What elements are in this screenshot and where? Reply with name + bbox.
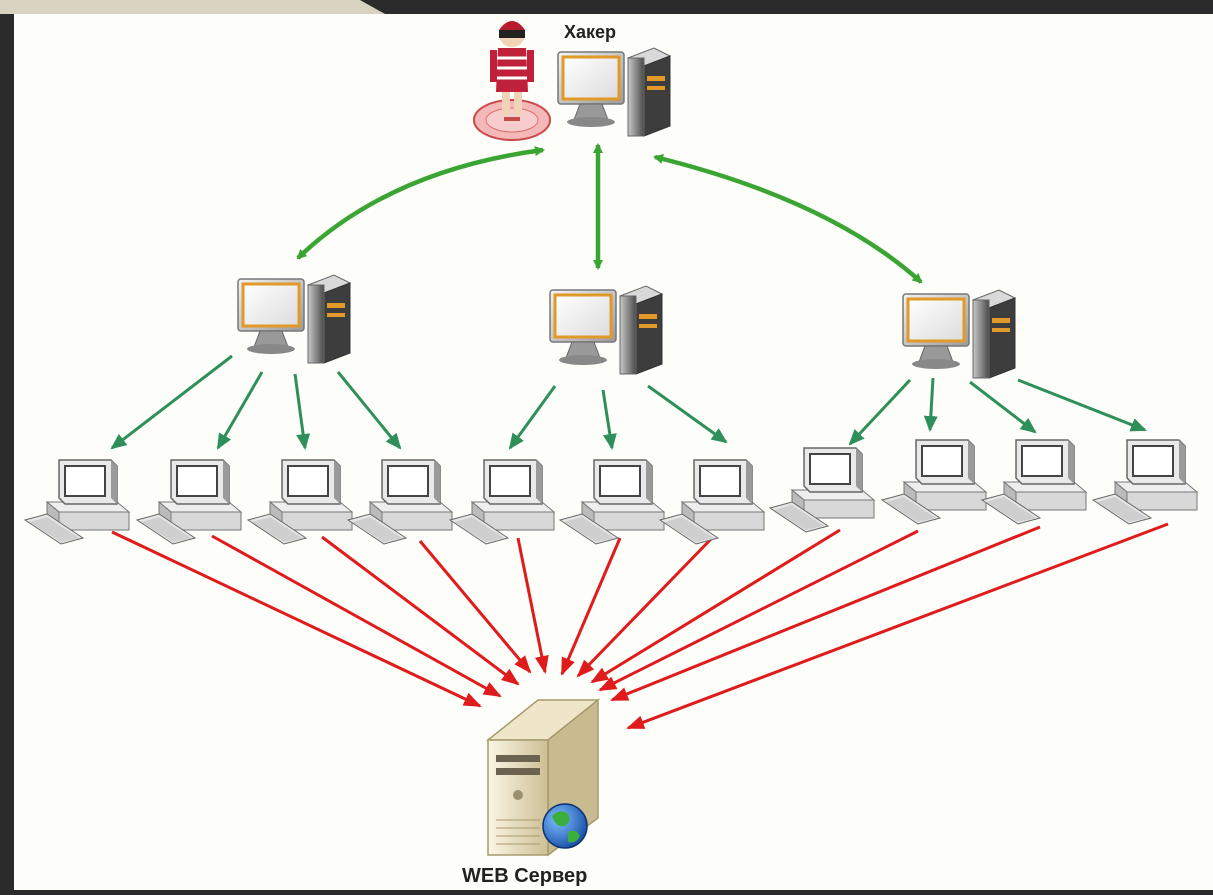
master-computer-icon (549, 285, 664, 375)
agent-workstation-icon (658, 459, 766, 545)
attack-traffic-arrow (576, 536, 714, 678)
hacker-computer-icon (557, 47, 672, 137)
diagram-canvas (14, 14, 1213, 890)
master-computer-icon (902, 289, 1017, 379)
agent-workstation-icon (135, 459, 243, 545)
command-link-arrow (848, 378, 912, 446)
hacker-person-icon (473, 21, 551, 141)
command-link-arrow (601, 389, 617, 450)
attack-traffic-arrow (516, 537, 549, 674)
control-link-arrow (653, 154, 923, 284)
edges-layer (110, 143, 1169, 730)
attack-traffic-arrow (598, 529, 919, 692)
command-link-arrow (110, 354, 233, 450)
command-link-arrow (336, 371, 402, 450)
agent-workstation-icon (1091, 439, 1199, 525)
attack-traffic-arrow (111, 530, 482, 708)
command-link-arrow (969, 380, 1037, 434)
command-link-arrow (508, 385, 557, 450)
command-link-arrow (1017, 378, 1147, 432)
command-link-arrow (293, 373, 311, 450)
web-server-label: WEB Сервер (462, 865, 587, 887)
globe-icon (542, 803, 588, 849)
web-server-icon (485, 698, 601, 857)
hacker-label: Хакер (564, 22, 616, 42)
agent-workstation-icon (246, 459, 354, 545)
attack-traffic-arrow (321, 535, 520, 686)
attack-traffic-arrow (211, 534, 502, 698)
agent-workstation-icon (768, 447, 876, 533)
agent-workstation-icon (346, 459, 454, 545)
attack-traffic-arrow (418, 540, 532, 674)
attack-traffic-arrow (626, 522, 1169, 730)
agent-workstation-icon (980, 439, 1088, 525)
control-link-arrow (296, 146, 545, 260)
attack-traffic-arrow (610, 525, 1041, 702)
frame-tab (0, 0, 385, 14)
attack-traffic-arrow (560, 537, 622, 676)
command-link-arrow (923, 377, 938, 432)
agent-workstation-icon (23, 459, 131, 545)
master-computer-icon (237, 274, 352, 364)
agent-workstation-icon (558, 459, 666, 545)
nodes-layer (23, 47, 1199, 545)
attack-traffic-arrow (590, 528, 841, 684)
agent-workstation-icon (880, 439, 988, 525)
command-link-arrow (647, 384, 728, 444)
command-link-arrow (216, 371, 264, 450)
agent-workstation-icon (448, 459, 556, 545)
